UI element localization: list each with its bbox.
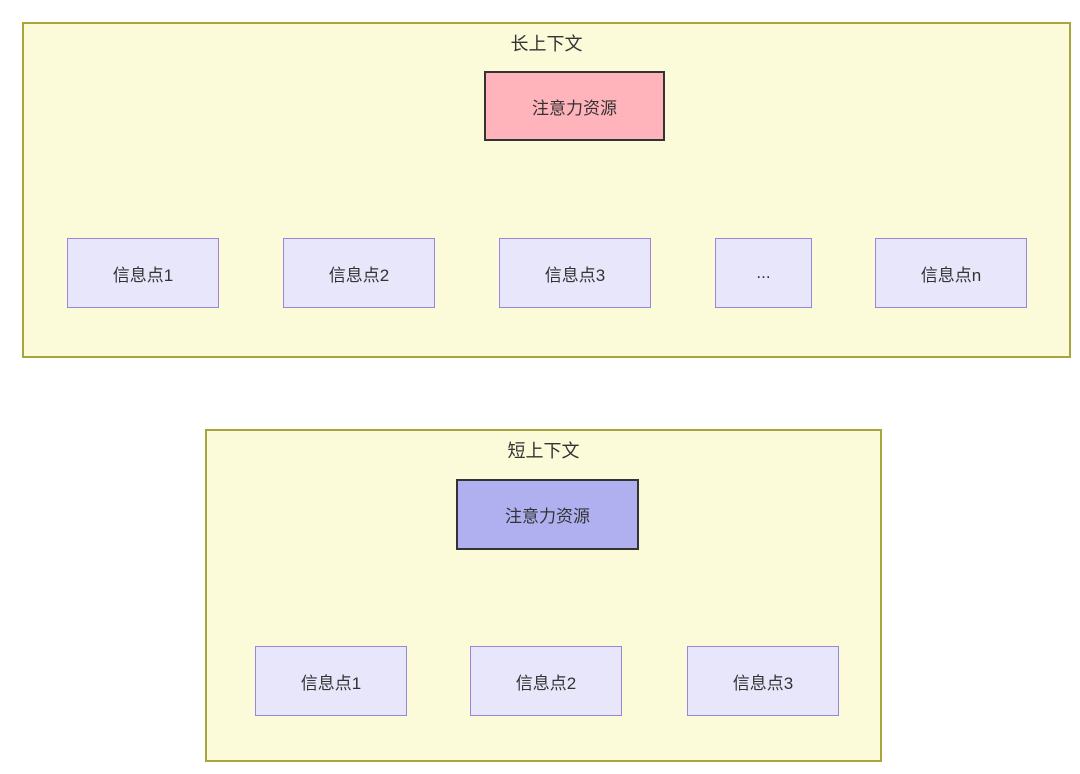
short-context-panel: 短上下文 注意力资源 信息点1 信息点2 信息点3	[205, 429, 882, 762]
info-point-3-long: 信息点3	[499, 238, 651, 308]
long-context-title: 长上下文	[510, 34, 583, 54]
short-context-title: 短上下文	[507, 441, 580, 461]
info-point-1-long: 信息点1	[67, 238, 219, 308]
info-point-3-short: 信息点3	[687, 646, 839, 716]
attention-resource-node-long: 注意力资源	[484, 71, 665, 141]
long-context-panel: 长上下文 注意力资源 信息点1 信息点2 信息点3 ... 信息点n	[22, 22, 1071, 358]
info-point-1-short: 信息点1	[255, 646, 407, 716]
info-point-2-short: 信息点2	[470, 646, 622, 716]
attention-resource-node-short: 注意力资源	[456, 479, 639, 550]
info-point-n-long: 信息点n	[875, 238, 1027, 308]
info-point-ellipsis-long: ...	[715, 238, 812, 308]
info-point-2-long: 信息点2	[283, 238, 435, 308]
